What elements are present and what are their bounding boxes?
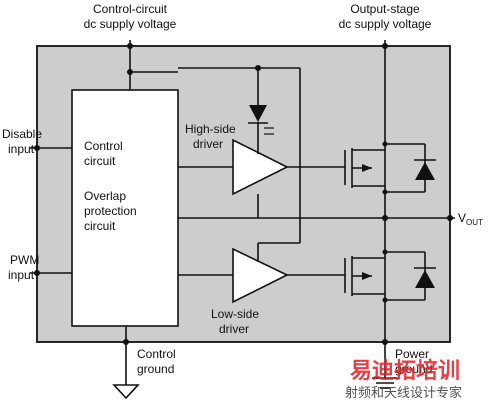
disable-input-label-2: input <box>8 142 35 156</box>
output-supply-pin <box>382 43 388 49</box>
control-block-text-2: circuit <box>84 154 116 168</box>
control-ground-symbol <box>112 384 140 400</box>
low-side-driver-label-2: driver <box>219 322 249 336</box>
power-ground-label-2: ground <box>395 362 432 376</box>
power-ground-symbol <box>372 350 398 389</box>
disable-input-pin <box>34 145 40 151</box>
pwm-input-label-2: input <box>8 268 35 282</box>
bootstrap-diode <box>249 105 267 122</box>
high-side-driver-label-2: driver <box>193 137 223 151</box>
control-supply-label-2: dc supply voltage <box>84 17 177 31</box>
output-supply-label: Output-stage <box>350 2 420 16</box>
watermark-brand: 易迪拓培训 <box>350 358 460 384</box>
disable-input-label: Disable <box>2 127 42 141</box>
low-side-driver-label: Low-side <box>211 307 259 321</box>
pwm-input-pin <box>34 270 40 276</box>
control-ground-label: Control <box>137 347 176 361</box>
pwm-input-label: PWM <box>10 253 39 267</box>
control-block-text-4: protection <box>84 204 137 218</box>
vout-pin <box>447 215 453 221</box>
control-supply-pin <box>127 43 133 49</box>
control-ground-pin <box>123 339 129 345</box>
high-side-driver-label: High-side <box>185 122 236 136</box>
control-block-text-3: Overlap <box>84 189 126 203</box>
control-circuit-block <box>71 89 179 327</box>
output-supply-label-2: dc supply voltage <box>339 17 432 31</box>
vout-label: VOUT <box>458 211 483 227</box>
control-block-text-1: Control <box>84 139 123 153</box>
power-ground-pin <box>382 339 388 345</box>
watermark-subtitle: 射频和天线设计专家 <box>345 385 462 401</box>
power-ground-label: Power <box>395 347 429 361</box>
control-supply-label: Control-circuit <box>93 2 168 16</box>
high-side-mosfet <box>344 143 436 193</box>
low-side-mosfet <box>344 251 436 301</box>
control-ground-label-2: ground <box>137 362 174 376</box>
control-block-text-5: circuit <box>84 219 116 233</box>
